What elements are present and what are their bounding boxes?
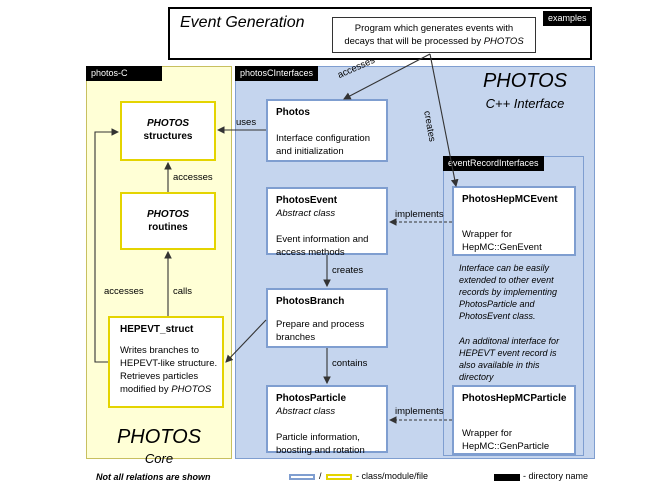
generator-program-box: Program which generates events with deca… <box>332 17 536 53</box>
photos-structures-box: PHOTOS structures <box>120 101 216 161</box>
edge-label-uses: uses <box>236 117 257 128</box>
interface-label-title: PHOTOS <box>482 70 568 92</box>
arrow-branch-to-hepevt <box>225 319 267 363</box>
legend-blue-swatch <box>289 474 315 480</box>
core-label-title: PHOTOS <box>116 426 202 448</box>
photos-c-interfaces-tag: photosCInterfaces <box>235 66 319 81</box>
arrow-generator-accesses-photos <box>343 53 431 100</box>
extension-note: Interface can be easily extended to othe… <box>459 263 558 321</box>
hepevt-note: An additonal interface for HEPEVT event … <box>459 336 560 382</box>
edge-label-accesses-left: accesses <box>104 286 144 297</box>
photos-hepmc-event-box: PhotosHepMCEvent Wrapper for HepMC::GenE… <box>452 186 576 256</box>
event-generation-title: Event Generation <box>180 14 305 31</box>
legend-black-swatch <box>494 474 520 481</box>
legend-class-label: - class/module/file <box>356 471 429 481</box>
event-record-interfaces-tag: eventRecordInterfaces <box>443 156 544 171</box>
arrow-generator-creates-event <box>429 53 459 188</box>
legend-slash: / <box>319 471 322 481</box>
edge-label-contains: contains <box>332 358 368 369</box>
legend-yellow-swatch <box>326 474 352 480</box>
edge-label-implements-1: implements <box>395 209 444 220</box>
edge-label-creates-mid: creates <box>332 265 364 276</box>
legend-note: Not all relations are shown <box>96 472 211 482</box>
hepevt-struct-box: HEPEVT_struct Writes branches to HEPEVT-… <box>108 316 224 408</box>
generator-desc-line1: Program which generates events with <box>354 23 514 34</box>
edge-label-accesses-core: accesses <box>173 172 213 183</box>
interface-label-sub: C++ Interface <box>485 96 565 111</box>
generator-desc-line2: decays that will be processed by PHOTOS <box>344 36 524 47</box>
edge-label-implements-2: implements <box>395 406 444 417</box>
core-label-sub: Core <box>144 451 174 466</box>
photos-class-box: Photos Interface configuration and initi… <box>266 99 388 162</box>
photos-routines-box: PHOTOS routines <box>120 192 216 250</box>
photos-branch-box: PhotosBranch Prepare and process branche… <box>266 288 388 348</box>
photos-hepmc-particle-box: PhotosHepMCParticle Wrapper for HepMC::G… <box>452 385 576 455</box>
edge-label-calls: calls <box>173 286 193 297</box>
photos-particle-box: PhotosParticle Abstract class Particle i… <box>266 385 388 456</box>
photos-c-tag: photos-C <box>86 66 162 81</box>
legend-dir-label: - directory name <box>523 471 589 481</box>
examples-tag: examples <box>543 11 592 26</box>
photos-event-box: PhotosEvent Abstract class Event informa… <box>266 187 388 258</box>
arrow-hepevt-accesses-structures <box>94 128 120 363</box>
